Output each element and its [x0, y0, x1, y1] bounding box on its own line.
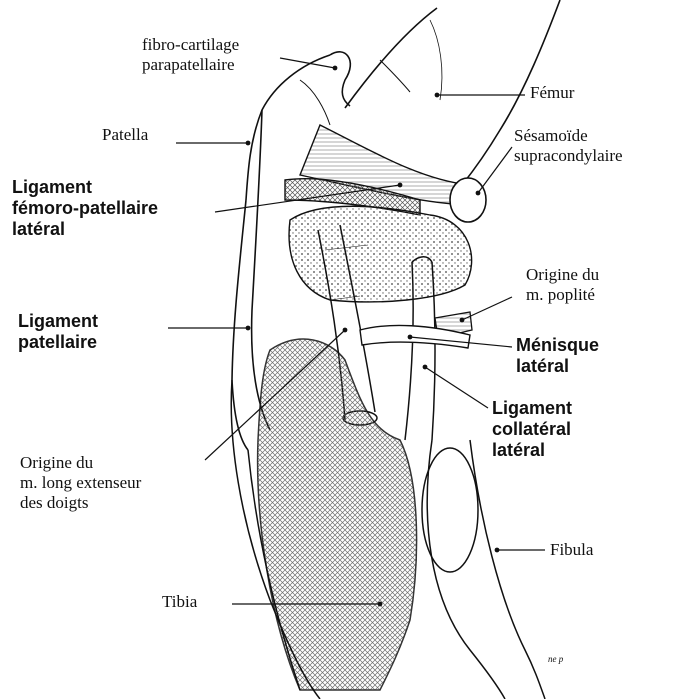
label-line: Ligament [18, 311, 98, 332]
label-line: collatéral [492, 419, 572, 440]
label-line: patellaire [18, 332, 98, 353]
femoro-patellar-ligament [285, 125, 475, 215]
label-line: Ménisque [516, 335, 599, 356]
artist-signature: ne p [548, 654, 563, 665]
label-lig-femoro-patellaire: Ligament fémoro-patellaire latéral [12, 177, 158, 241]
label-line: fémoro-patellaire [12, 198, 158, 219]
label-line: des doigts [20, 493, 141, 513]
label-sesamoide: Sésamoïde supracondylaire [514, 126, 623, 166]
label-lig-patellaire: Ligament patellaire [18, 311, 98, 353]
label-line: latéral [516, 356, 599, 377]
fibula-bone [422, 440, 545, 699]
leader-sesamoide [478, 147, 512, 193]
label-line: parapatellaire [142, 55, 239, 75]
leader-poplite [462, 297, 512, 320]
label-line: latéral [12, 219, 158, 240]
label-line: Tibia [162, 592, 197, 612]
tibia-bone [231, 339, 416, 699]
label-tibia: Tibia [162, 592, 197, 612]
label-patella: Patella [102, 125, 148, 145]
label-line: Fibula [550, 540, 593, 560]
label-line: Origine du [526, 265, 599, 285]
label-line: fibro-cartilage [142, 35, 239, 55]
label-line: Origine du [20, 453, 141, 473]
label-line: Sésamoïde [514, 126, 623, 146]
label-origine-poplite: Origine du m. poplité [526, 265, 599, 305]
label-line: Ligament [492, 398, 572, 419]
label-fibula: Fibula [550, 540, 593, 560]
label-fibro-cartilage: fibro-cartilage parapatellaire [142, 35, 239, 75]
leader-fibro [280, 58, 335, 68]
label-lig-collateral: Ligament collatéral latéral [492, 398, 572, 462]
label-line: latéral [492, 440, 572, 461]
label-line: m. long extenseur [20, 473, 141, 493]
femoral-condyle [289, 206, 472, 302]
label-menisque: Ménisque latéral [516, 335, 599, 377]
label-line: Fémur [530, 83, 574, 103]
label-line: Ligament [12, 177, 158, 198]
label-line: supracondylaire [514, 146, 623, 166]
label-line: m. poplité [526, 285, 599, 305]
label-line: Patella [102, 125, 148, 145]
sesamoid-bone [450, 178, 486, 222]
label-femur: Fémur [530, 83, 574, 103]
label-origine-extenseur: Origine du m. long extenseur des doigts [20, 453, 141, 513]
